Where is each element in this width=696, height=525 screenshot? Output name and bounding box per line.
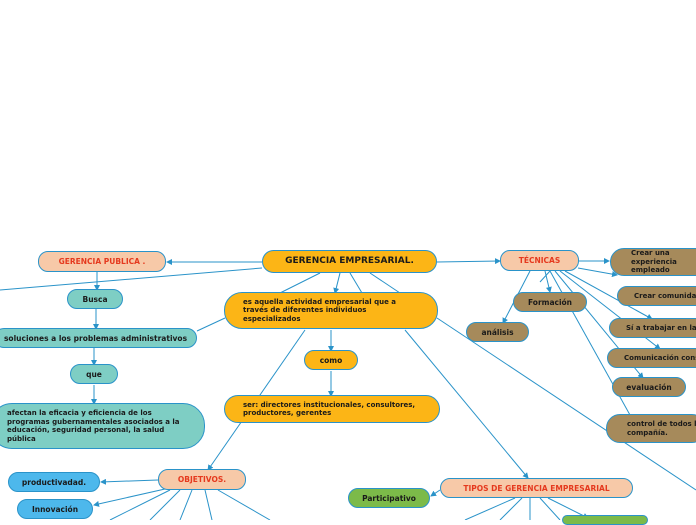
tecnicas-node[interactable]: TÉCNICAS [500, 250, 579, 271]
afectan-label: afectan la eficacia y eficiencia de los … [7, 409, 180, 443]
tipos-node[interactable]: TIPOS DE GERENCIA EMPRESARIAL [440, 478, 633, 498]
afectan-node[interactable]: afectan la eficacia y eficiencia de los … [0, 403, 205, 449]
tipos-child-node[interactable] [562, 515, 648, 525]
soluciones-node[interactable]: soluciones a los problemas administrativ… [0, 328, 197, 348]
participativo-node[interactable]: Participativo [348, 488, 430, 508]
control-node[interactable]: control de todos la compañía. [606, 414, 696, 443]
tipos-label: TIPOS DE GERENCIA EMPRESARIAL [463, 483, 610, 493]
como-label: como [319, 355, 343, 365]
busca-label: Busca [82, 294, 108, 304]
definition-node[interactable]: es aquella actividad empresarial que a t… [224, 292, 438, 329]
definition-label: es aquella actividad empresarial que a t… [243, 297, 396, 323]
comunicacion-label: Comunicación cons [624, 353, 696, 362]
analisis-label: análisis [481, 327, 514, 337]
gerencia-publica-node[interactable]: GERENCIA PUBLICA . [38, 251, 166, 272]
crear-experiencia-node[interactable]: Crear una experiencia empleado [610, 248, 696, 276]
crear-comunidad-label: Crear comunidad [634, 291, 696, 300]
busca-node[interactable]: Busca [67, 289, 123, 309]
tecnicas-label: TÉCNICAS [518, 256, 561, 265]
analisis-node[interactable]: análisis [466, 322, 529, 342]
como-node[interactable]: como [304, 350, 358, 370]
que-node[interactable]: que [70, 364, 118, 384]
root-node[interactable]: GERENCIA EMPRESARIAL. [262, 250, 437, 273]
productividad-node[interactable]: productivadad. [8, 472, 100, 492]
ser-label: ser: directores institucionales, consult… [243, 400, 416, 418]
ser-node[interactable]: ser: directores institucionales, consult… [224, 395, 440, 423]
control-label: control de todos la compañía. [627, 420, 696, 437]
objetivos-node[interactable]: OBJETIVOS. [158, 469, 246, 490]
trabajar-equipo-node[interactable]: Sí a trabajar en la [609, 318, 696, 338]
evaluacion-node[interactable]: evaluación [612, 377, 686, 397]
crear-comunidad-node[interactable]: Crear comunidad [617, 286, 696, 306]
productividad-label: productivadad. [21, 477, 87, 487]
trabajar-equipo-label: Sí a trabajar en la [626, 323, 696, 332]
que-label: que [86, 369, 102, 379]
formacion-node[interactable]: Formación [513, 292, 587, 312]
root-label: GERENCIA EMPRESARIAL. [285, 256, 414, 266]
innovacion-node[interactable]: Innovación [17, 499, 93, 519]
crear-experiencia-label: Crear una experiencia empleado [631, 249, 677, 275]
soluciones-label: soluciones a los problemas administrativ… [3, 333, 188, 343]
participativo-label: Participativo [362, 493, 416, 503]
comunicacion-node[interactable]: Comunicación cons [607, 348, 696, 368]
evaluacion-label: evaluación [626, 382, 672, 392]
gerencia-publica-label: GERENCIA PUBLICA . [58, 257, 146, 266]
formacion-label: Formación [527, 297, 573, 307]
innovacion-label: Innovación [31, 504, 79, 514]
objetivos-label: OBJETIVOS. [177, 475, 227, 484]
